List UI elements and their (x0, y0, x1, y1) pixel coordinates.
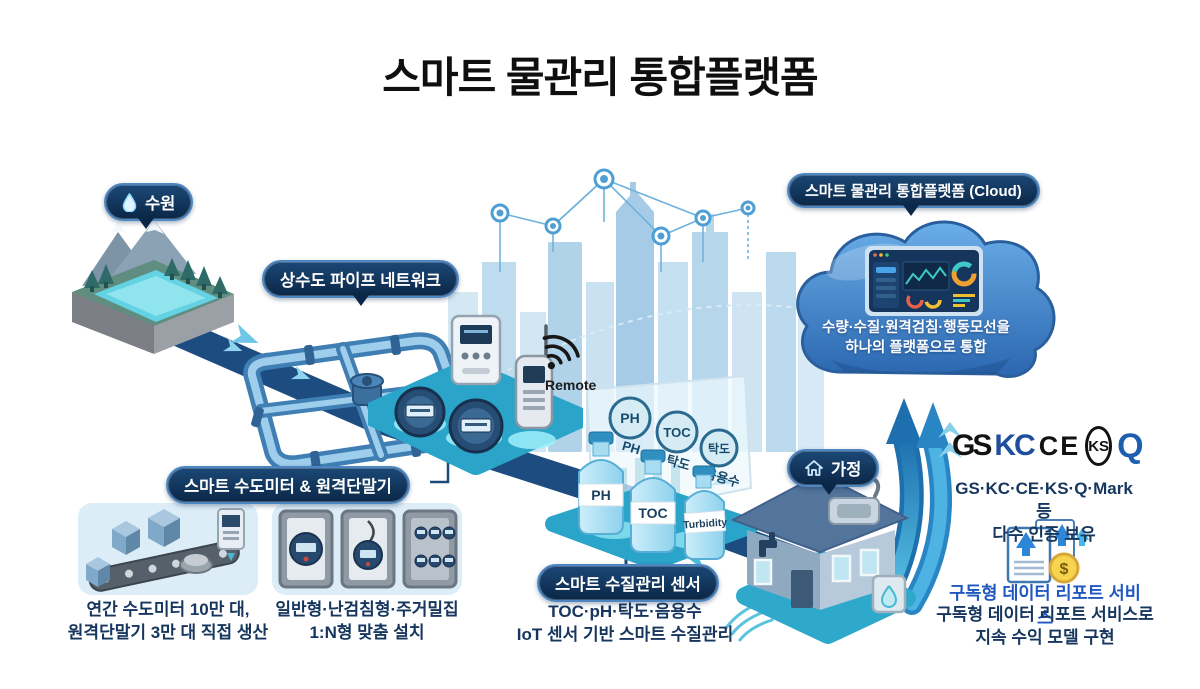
page-title: 스마트 물관리 통합플랫폼 (382, 54, 818, 101)
svg-text:$: $ (1060, 561, 1069, 578)
pipe-valve (350, 373, 384, 406)
home-label: 가정 (831, 461, 862, 479)
quality-sensor-label-bubble: 스마트 수질관리 센서 (537, 564, 719, 602)
installation-caption: 일반형·난검침형·주거밀집 1:N형 맞춤 설치 (262, 599, 472, 645)
source-label-bubble: 수원 (104, 183, 194, 229)
windows (753, 548, 880, 586)
home-label-bubble: 가정 (787, 449, 880, 495)
bottle-toc: TOC (630, 449, 676, 553)
bottle-ph: PH (578, 431, 624, 535)
coin-icon: $ (1048, 552, 1080, 584)
certification-caption: GS·KC·CE·KS·Q·Mark 등 다수 인증 보유 (948, 478, 1140, 547)
report-heading: 구독형 데이터 리포트 서비스 (949, 583, 1141, 628)
installation-caption-line1: 일반형·난검침형·주거밀집 (275, 600, 459, 619)
smart-meter-label: 스마트 수도미터 & 원격단말기 (184, 478, 392, 496)
sensor-caption: TOC·pH·탁도·음용수 IoT 센서 기반 스마트 수질관리 (510, 601, 740, 647)
pine-trees (84, 258, 228, 298)
board-circles: PH TOC 탁도 PH 탁도 음용수 (608, 396, 742, 490)
gs-mark-icon: GS (952, 429, 992, 462)
up-arrow-icon (1054, 524, 1070, 538)
certification-caption-line2: 다수 인증 보유 (992, 524, 1096, 544)
quality-sensor-label: 스마트 수질관리 센서 (555, 576, 701, 594)
production-panel (78, 503, 258, 595)
water-source-illustration (72, 220, 234, 354)
sensor-caption-line1: TOC·pH·탁도·음용수 (548, 602, 702, 621)
report-caption-line2: 지속 수익 모델 구현 (975, 627, 1115, 647)
water-drop-icon (122, 192, 137, 212)
cloud-dashboard (865, 246, 983, 316)
meter-device-small (217, 508, 245, 561)
cloud-description: 수량·수질·원격검침·행동모선을 하나의 플랫폼으로 통합 (800, 318, 1032, 359)
q-mark-icon: Q (1117, 427, 1144, 465)
cloud-label-bubble: 스마트 물관리 통합플렛폼 (Cloud) (787, 173, 1040, 216)
installation-panel (272, 503, 462, 595)
bottle-turbidity: Turbidity (683, 465, 728, 560)
up-arrow-icon (1016, 532, 1036, 548)
document-front (1006, 526, 1052, 584)
ce-mark-icon: CE (1038, 430, 1081, 461)
frame-hard-to-read (340, 509, 396, 589)
sensor-caption-line2: IoT 센서 기반 스마트 수질관리 (516, 624, 734, 644)
door (791, 570, 813, 608)
report-caption: 구독형 데이터 리포트 서비스로 지속 수익 모델 구현 (935, 604, 1155, 650)
cloud-illustration (796, 220, 1056, 378)
data-report-icon: $ (1006, 519, 1089, 584)
frame-standard (278, 509, 334, 589)
up-arrow-icon (1075, 528, 1089, 540)
remote-terminal-device (514, 324, 554, 430)
round-meter-1 (394, 386, 446, 438)
home-illustration (730, 472, 916, 644)
board-label-takdo: 탁도 (665, 452, 692, 473)
quality-sensor-illustration: PH TOC 탁도 PH 탁도 음용수 PH (545, 374, 759, 570)
kc-mark-icon: KC (994, 429, 1035, 462)
home-meter-box (871, 574, 907, 614)
cloud-description-line1: 수량·수질·원격검침·행동모선을 (822, 320, 1010, 336)
smart-meter-label-bubble: 스마트 수도미터 & 원격단말기 (166, 466, 410, 504)
cloud-label: 스마트 물관리 통합플렛폼 (Cloud) (805, 183, 1022, 200)
installation-caption-line2: 1:N형 맞춤 설치 (309, 622, 425, 642)
pipe-network-label-bubble: 상수도 파이프 네트워크 (262, 260, 459, 306)
small-up-chevrons (938, 422, 962, 458)
board-circle-turbidity: 탁도 (708, 441, 730, 456)
label-connector-meter (430, 456, 450, 484)
svg-text:Turbidity: Turbidity (683, 516, 728, 531)
certification-caption-line1: GS·KC·CE·KS·Q·Mark 등 (955, 479, 1133, 521)
svg-text:TOC: TOC (638, 505, 667, 521)
remote-label: Remote (545, 377, 597, 393)
ks-mark-icon: KS (1085, 426, 1113, 466)
home-icon (805, 460, 823, 476)
cloud-description-line2: 하나의 플랫폼으로 통합 (845, 340, 987, 357)
conveyor-illustration (86, 508, 245, 592)
boxes (86, 509, 180, 587)
smart-meter-illustration (368, 314, 583, 475)
production-caption-line1: 연간 수도미터 10만 대, (86, 600, 250, 619)
board-label-ph: PH (620, 438, 641, 457)
iot-network-nodes (490, 168, 756, 246)
frame-multi-unit (402, 509, 458, 589)
report-caption-line1: 구독형 데이터 리포트 서비스로 (936, 605, 1154, 624)
pipe-network-label: 상수도 파이프 네트워크 (280, 272, 441, 290)
wall-meter-device (450, 314, 502, 386)
certification-marks: GS KC CE KS Q (952, 426, 1144, 466)
svg-text:PH: PH (591, 487, 610, 503)
board-circle-toc: TOC (663, 425, 691, 440)
meter-types-illustration (278, 509, 458, 589)
sample-bottles: PH TOC Turbidity (578, 431, 728, 560)
wall-faucet (759, 532, 777, 557)
board-circle-ph: PH (620, 410, 639, 426)
production-caption: 연간 수도미터 10만 대, 원격단말기 3만 대 직접 생산 (58, 599, 278, 645)
production-caption-line2: 원격단말기 3만 대 직접 생산 (67, 622, 269, 642)
round-meter-2 (448, 398, 504, 454)
wifi-signal-icon (542, 334, 580, 370)
source-label: 수원 (145, 195, 176, 213)
